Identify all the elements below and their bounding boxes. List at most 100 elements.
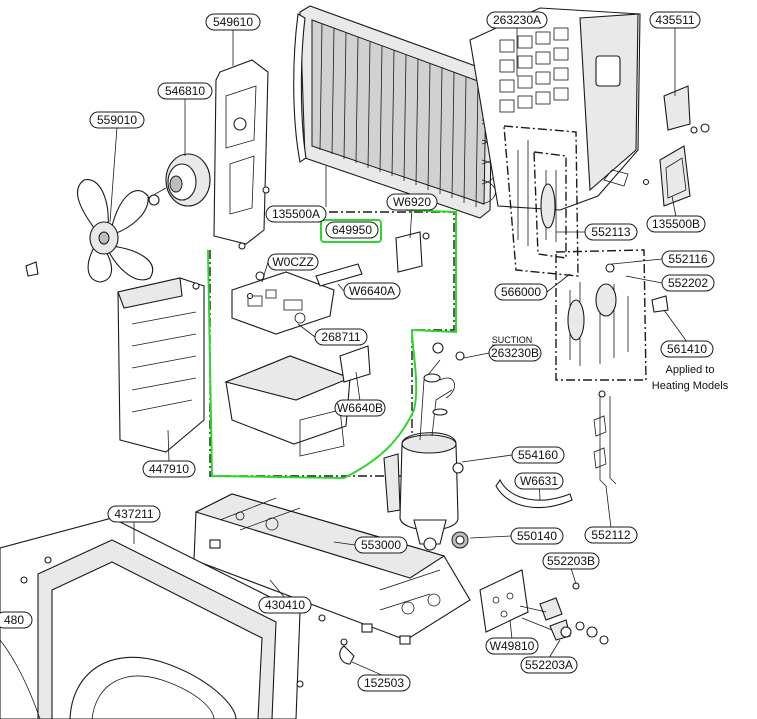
part-callout: 152503	[357, 674, 411, 692]
part-callout-bubble	[205, 13, 261, 31]
part-number-label: 649950	[332, 223, 372, 237]
rear-grille-panel	[469, 7, 641, 211]
part-number-label: 550140	[517, 529, 557, 543]
part-callout-bubble	[357, 674, 411, 692]
part-number-label: W6640B	[337, 401, 383, 415]
part-callout: 554160	[511, 446, 565, 464]
part-callout-bubble	[520, 656, 578, 674]
part-callout-bubble	[661, 250, 715, 268]
valve-assembly-566000	[503, 125, 579, 277]
part-number-label: 561410	[667, 342, 707, 356]
heating-valve-box	[555, 249, 669, 381]
part-callout-bubble	[354, 536, 408, 554]
compressor-553000	[383, 342, 465, 551]
part-callout: 649950	[325, 221, 379, 239]
part-number-label: 437211	[114, 507, 153, 521]
part-callout: W49810	[485, 637, 539, 655]
part-callout-bubble	[584, 526, 638, 544]
part-callout: 447910	[142, 460, 196, 478]
highlight-outline	[207, 209, 457, 480]
part-number-label: 152503	[364, 676, 404, 690]
part-callout-bubble	[485, 637, 539, 655]
part-number-label: W6640A	[349, 284, 395, 298]
part-callout: 552112	[584, 526, 638, 544]
part-number-label: W6920	[393, 195, 431, 209]
part-callout: 559010	[89, 111, 145, 129]
propeller-fan-559010	[25, 179, 154, 283]
leader-lines	[109, 27, 688, 677]
suction-label: SUCTION	[492, 335, 533, 345]
part-number-label: 135500A	[272, 207, 320, 221]
part-callout-bubble	[514, 472, 564, 490]
part-callout-bubble	[494, 283, 548, 301]
motor-bracket-549610	[213, 59, 270, 250]
part-callout-bubble	[486, 11, 548, 29]
part-callout-bubble	[157, 82, 213, 100]
part-callout-bubble	[386, 193, 438, 211]
part-callout: 561410	[660, 340, 714, 358]
part-callout: 435511	[649, 11, 701, 29]
part-callout: 550140	[510, 527, 564, 545]
part-number-label: 552116	[668, 252, 707, 266]
part-number-label: 430410	[265, 598, 305, 612]
part-callout: 263230A	[486, 11, 548, 29]
part-callout-bubble	[334, 399, 386, 417]
part-callout-bubble	[258, 596, 312, 614]
part-callout: 263230B	[488, 344, 542, 362]
pipes-552112	[593, 390, 617, 487]
part-callout: 552203B	[542, 552, 600, 570]
part-callout: 553000	[354, 536, 408, 554]
part-callout: 552202	[661, 274, 715, 292]
part-number-label: 549610	[213, 15, 253, 29]
part-callout: 480	[0, 611, 33, 629]
part-callout-bubble	[646, 215, 706, 233]
service-cover-435511	[663, 85, 710, 134]
part-number-label: 263230B	[491, 346, 539, 360]
part-callout: 135500B	[646, 215, 706, 233]
part-callout: 135500A	[265, 205, 327, 223]
part-callout: W6640B	[334, 399, 386, 417]
part-callout: W6640A	[343, 282, 401, 300]
part-callout-bubble	[343, 282, 401, 300]
part-number-label: 546810	[165, 84, 205, 98]
part-callout: 430410	[258, 596, 312, 614]
part-callout-bubble	[511, 446, 565, 464]
part-number-label: 552202	[668, 276, 708, 290]
part-callout-bubble	[265, 205, 327, 223]
part-number-label: 552203A	[525, 658, 573, 672]
valve-bracket-W49810	[479, 569, 609, 645]
part-callout: 546810	[157, 82, 213, 100]
part-callout-bubble	[584, 223, 638, 241]
part-callout-bubble	[649, 11, 701, 29]
part-number-label: 447910	[149, 462, 189, 476]
part-number-label: 566000	[501, 285, 541, 299]
part-number-label: 552112	[591, 528, 630, 542]
side-bracket-135500B	[642, 145, 691, 207]
part-callout-bubble	[314, 328, 368, 346]
part-number-label: 135500B	[652, 217, 700, 231]
part-callout-bubble	[142, 460, 196, 478]
part-callout-bubble	[0, 611, 33, 629]
part-number-label: W0CZZ	[272, 255, 313, 269]
part-number-label: 554160	[518, 448, 558, 462]
part-callout-bubble	[89, 111, 145, 129]
part-callout: 566000	[494, 283, 548, 301]
condenser-coil	[293, 5, 496, 219]
front-cabinet-437211	[0, 517, 304, 719]
part-callout: 552203A	[520, 656, 578, 674]
part-number-label: 268711	[321, 330, 360, 344]
barrier-panel-447910	[117, 277, 205, 453]
part-callout-bubble	[107, 505, 161, 523]
part-callout-bubble	[510, 527, 564, 545]
part-number-label: W49810	[490, 639, 535, 653]
part-callout: 437211	[107, 505, 161, 523]
part-number-label: 552203B	[547, 554, 595, 568]
base-pan-430410	[193, 493, 471, 645]
part-callout-bubble	[267, 253, 319, 271]
fan-motor-546810	[147, 153, 211, 207]
part-labels: 549610 263230A 435511 546810 559010 135500A W6…	[0, 11, 715, 692]
part-callout-bubble	[660, 340, 714, 358]
control-box-group	[224, 231, 430, 457]
part-number-label: 263230A	[493, 13, 541, 27]
